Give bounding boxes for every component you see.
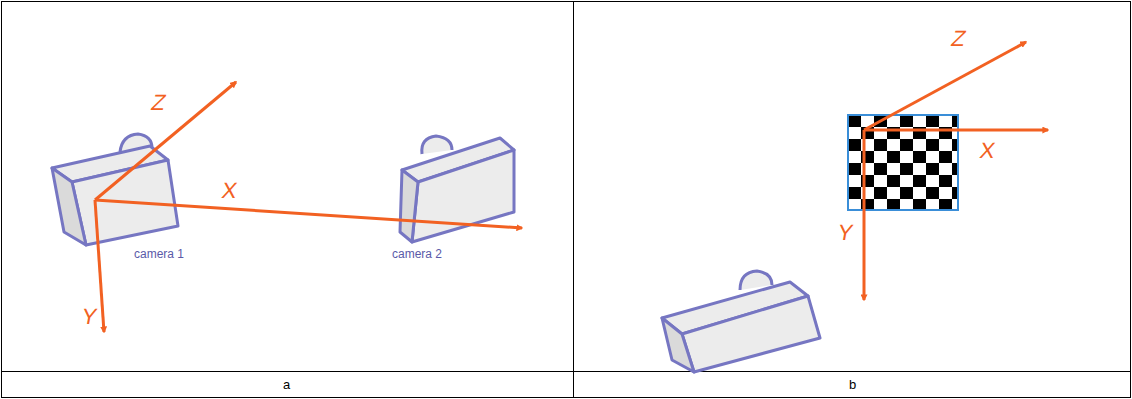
axis-label: Y xyxy=(80,306,99,328)
axis-label: Y xyxy=(836,222,855,244)
axis-label: X xyxy=(978,140,997,162)
axis-label: Z xyxy=(949,28,968,50)
camera-b-icon xyxy=(662,271,820,372)
camera-label: camera 1 xyxy=(134,248,184,260)
camera-label: camera 2 xyxy=(392,248,442,260)
camera-1-icon xyxy=(52,134,178,245)
panel-letter: b xyxy=(849,378,856,391)
axis-label: X xyxy=(220,180,239,202)
axis-label: Z xyxy=(149,92,168,114)
axes-b xyxy=(864,42,1048,300)
axes-a xyxy=(95,82,522,332)
panel-letter: a xyxy=(283,378,290,391)
